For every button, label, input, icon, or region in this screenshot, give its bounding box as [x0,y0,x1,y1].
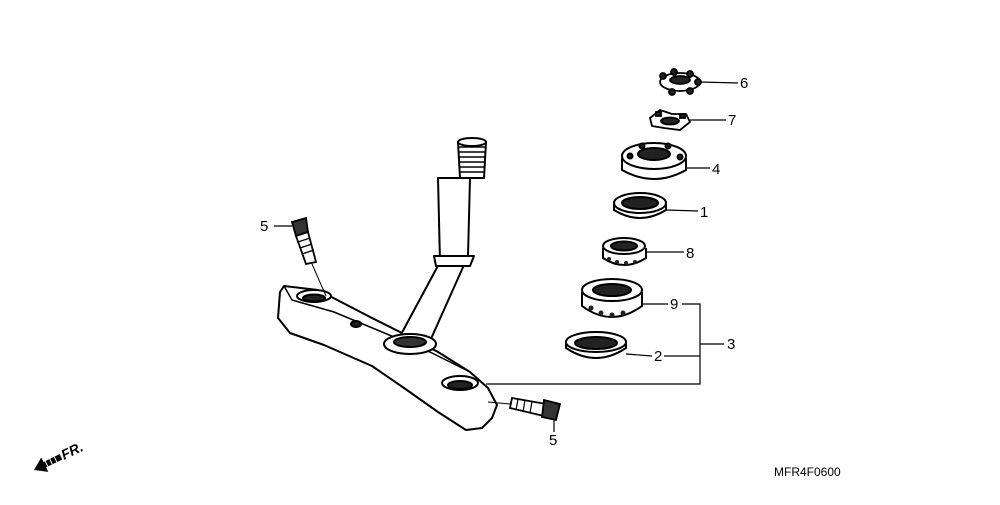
lower-bridge [277,285,498,431]
pinch-bolt-upper [290,216,327,297]
callout-2: 2 [654,348,662,365]
part-6-lock-nut [659,68,702,96]
callout-3: 3 [727,336,735,353]
part-7-lock-washer [648,108,692,131]
callout-9: 9 [670,296,678,313]
callout-6: 6 [740,75,748,92]
callout-7: 7 [728,112,736,129]
stem-tube [437,177,471,265]
diagram-code: MFR4F0600 [774,465,841,479]
callouts: 6 7 4 1 8 9 2 3 5 5 [260,75,748,449]
front-direction-marker: FR. [34,438,86,472]
callout-8: 8 [686,245,694,262]
leader-lines [274,81,739,432]
steering-stem-assembly [277,137,498,431]
part-8-bearing [602,237,647,266]
callout-1: 1 [700,204,708,221]
part-4-adjusting-nut [621,142,687,180]
part-9-bearing [581,278,643,318]
callout-4: 4 [712,161,720,178]
pinch-bolt-lower [487,396,562,422]
front-arrow-icon [34,454,63,472]
part-2-seal [565,331,627,359]
part-1-race [613,192,667,219]
callout-5-lower: 5 [549,432,557,449]
front-label: FR. [58,438,85,462]
callout-5-upper: 5 [260,218,268,235]
